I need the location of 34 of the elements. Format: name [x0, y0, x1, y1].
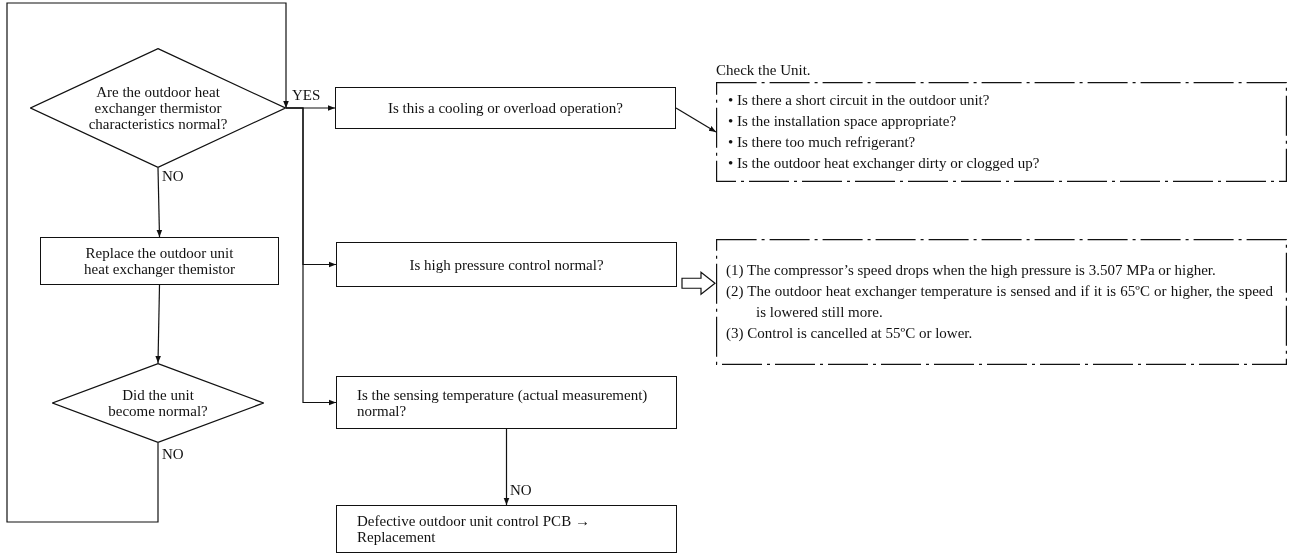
note-item: (2) The outdoor heat exchanger temperature is sensed and if it is 65ºC or higher, the speed is lowered still more.: [726, 282, 1273, 322]
block-arrow: [681, 271, 716, 296]
arrow: [675, 107, 717, 133]
process-box: [336, 505, 677, 553]
box-text: Defective outdoor unit control PCB → Replacement: [356, 513, 591, 545]
decision-text: Are the outdoor heat exchanger thermistor characteristics normal?: [87, 84, 229, 132]
checklist-item: • Is the installation space appropriate?: [728, 112, 958, 131]
note-box: [716, 239, 1287, 365]
decision-diamond: [30, 48, 286, 168]
edge-label: YES: [292, 87, 321, 104]
decision-text: Did the unit become normal?: [107, 387, 209, 419]
process-box: [40, 237, 279, 285]
checklist-item: • Is there too much refrigerant?: [728, 133, 917, 152]
heading: Check the Unit.: [716, 62, 811, 79]
arrow: [156, 167, 163, 238]
note-item: (1) The compressor’s speed drops when the high pressure is 3.507 MPa or higher.: [726, 261, 1217, 280]
arrow: [285, 107, 337, 406]
edge-label: NO: [162, 168, 184, 185]
arrow: [6, 2, 289, 523]
process-box: [335, 87, 676, 129]
arrow: [155, 284, 161, 364]
edge-label: NO: [162, 446, 184, 463]
box-text: Is high pressure control normal?: [408, 256, 605, 273]
decision-diamond: [52, 363, 264, 443]
checklist-item: • Is the outdoor heat exchanger dirty or clogged up?: [728, 154, 1041, 173]
box-text: Is the sensing temperature (actual measurement) normal?: [356, 386, 649, 419]
process-box: [336, 242, 677, 287]
process-box: [336, 376, 677, 429]
box-text: Is this a cooling or overload operation?: [387, 100, 624, 116]
arrow: [503, 428, 510, 506]
note-item: (3) Control is cancelled at 55ºC or lower.: [726, 324, 974, 343]
edge-label: NO: [510, 482, 532, 499]
box-text: Replace the outdoor unit heat exchanger themistor: [83, 245, 236, 277]
checklist-item: • Is there a short circuit in the outdoor unit?: [728, 91, 991, 110]
